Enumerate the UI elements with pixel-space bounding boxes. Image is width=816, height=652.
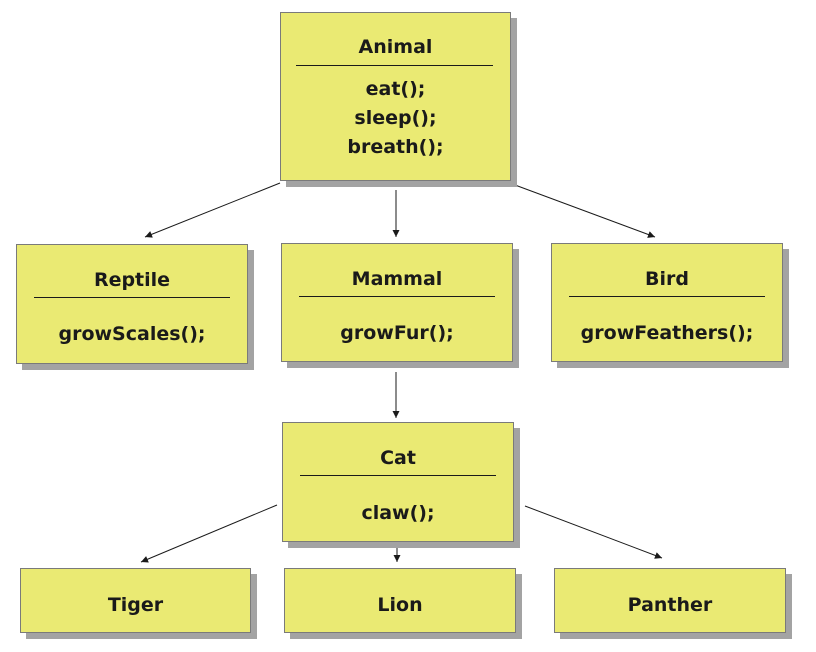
- class-methods-reptile: growScales();: [17, 320, 247, 349]
- class-box-mammal: Mammal growFur();: [281, 243, 513, 362]
- class-name-panther: Panther: [627, 594, 713, 616]
- method-growfur: growFur();: [340, 322, 454, 344]
- method-claw: claw();: [361, 502, 435, 524]
- class-methods-mammal: growFur();: [282, 319, 512, 348]
- class-methods-cat: claw();: [283, 499, 513, 528]
- class-name-cat: Cat: [380, 447, 416, 469]
- arrow-animal-to-bird: [514, 184, 656, 238]
- class-methods-bird: growFeathers();: [552, 319, 782, 348]
- class-name-reptile: Reptile: [93, 269, 171, 291]
- class-divider-bird: [569, 296, 765, 297]
- class-divider-cat: [300, 475, 496, 476]
- class-name-mammal: Mammal: [351, 268, 443, 290]
- method-sleep: sleep();: [354, 107, 437, 129]
- inheritance-arrows: [140, 182, 663, 563]
- arrow-cat-to-panther: [524, 505, 663, 559]
- class-box-lion: Lion: [284, 568, 516, 633]
- method-eat: eat();: [365, 78, 426, 100]
- class-methods-animal: eat(); sleep(); breath();: [281, 75, 510, 162]
- class-box-panther: Panther: [554, 568, 786, 633]
- class-name-lion: Lion: [377, 594, 423, 616]
- class-divider-animal: [296, 65, 493, 66]
- class-name-animal: Animal: [358, 36, 433, 58]
- class-divider-mammal: [299, 296, 495, 297]
- class-divider-reptile: [34, 297, 230, 298]
- arrow-animal-to-reptile: [144, 182, 281, 238]
- class-box-tiger: Tiger: [20, 568, 251, 633]
- class-box-animal: Animal eat(); sleep(); breath();: [280, 12, 511, 181]
- method-breath: breath();: [347, 136, 444, 158]
- class-name-tiger: Tiger: [107, 594, 164, 616]
- class-box-reptile: Reptile growScales();: [16, 244, 248, 364]
- method-growscales: growScales();: [58, 323, 206, 345]
- arrow-cat-to-tiger: [140, 504, 278, 563]
- class-name-bird: Bird: [645, 268, 689, 290]
- class-box-cat: Cat claw();: [282, 422, 514, 542]
- method-growfeathers: growFeathers();: [580, 322, 754, 344]
- class-box-bird: Bird growFeathers();: [551, 243, 783, 362]
